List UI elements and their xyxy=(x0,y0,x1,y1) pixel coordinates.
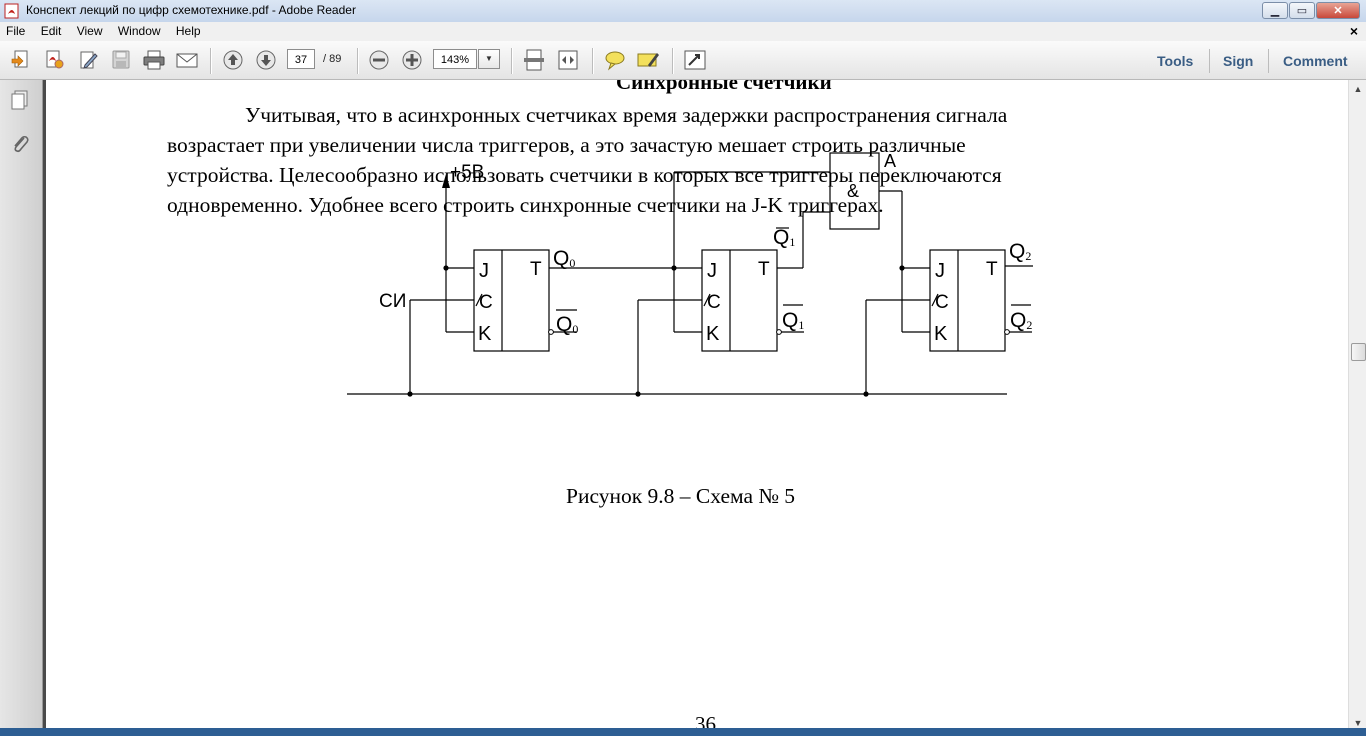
print-icon[interactable] xyxy=(142,49,166,71)
attachments-icon[interactable] xyxy=(8,132,32,156)
output-q1-bar-label: Q1 xyxy=(782,309,804,332)
pin-k-label: K xyxy=(934,323,948,345)
zoom-level-input[interactable]: 143% xyxy=(433,49,477,69)
scrollbar-thumb[interactable] xyxy=(1351,343,1366,361)
circuit-diagram: +5В СИ & A J C K T J C K T J C K T Q0 Q0… xyxy=(347,151,1033,397)
menu-edit[interactable]: Edit xyxy=(40,24,62,38)
toolbar-separator xyxy=(592,48,594,74)
pin-c-label: C xyxy=(707,292,721,313)
close-button[interactable]: ✕ xyxy=(1316,2,1360,19)
toolbar-separator xyxy=(210,48,212,74)
edit-pdf-icon[interactable] xyxy=(76,49,100,71)
zoom-dropdown-button[interactable]: ▼ xyxy=(478,49,500,69)
sticky-note-icon[interactable] xyxy=(603,49,627,71)
document-close-button[interactable]: × xyxy=(1349,23,1358,39)
pin-k-label: K xyxy=(478,323,492,345)
and-gate-label: & xyxy=(847,181,859,201)
toolbar-separator xyxy=(1209,49,1210,73)
power-label: +5В xyxy=(450,162,484,183)
pin-j-label: J xyxy=(935,260,945,282)
scroll-down-button[interactable]: ▼ xyxy=(1353,718,1363,728)
paragraph-line: Учитывая, что в асинхронных счетчиках вр… xyxy=(245,103,1008,127)
title-bar: Конспект лекций по цифр схемотехнике.pdf… xyxy=(0,0,1366,23)
output-q2-label: Q2 xyxy=(1009,240,1031,263)
toolbar: 37 / 89 143% ▼ Tools Sign Comment xyxy=(0,41,1366,80)
window-title: Конспект лекций по цифр схемотехнике.pdf… xyxy=(26,3,356,17)
next-page-icon[interactable] xyxy=(254,49,278,71)
toolbar-separator xyxy=(357,48,359,74)
scroll-up-button[interactable]: ▲ xyxy=(1353,84,1363,94)
window-controls: ▁ ▭ ✕ xyxy=(1261,2,1360,19)
document-view[interactable]: Синхронные счетчики Учитывая, что в асин… xyxy=(43,80,1348,736)
output-q2-bar-label: Q2 xyxy=(1010,309,1032,332)
sign-pane-button[interactable]: Sign xyxy=(1223,53,1254,69)
full-screen-icon[interactable] xyxy=(683,49,707,71)
open-file-icon[interactable] xyxy=(9,49,33,71)
page-number-input[interactable]: 37 xyxy=(287,49,315,69)
zoom-out-icon[interactable] xyxy=(367,49,391,71)
output-q0-bar-label: Q0 xyxy=(556,313,578,336)
chevron-down-icon: ▼ xyxy=(485,54,493,63)
pin-t-label: T xyxy=(758,259,770,280)
toolbar-separator xyxy=(672,48,674,74)
pin-c-label: C xyxy=(935,292,949,313)
pin-c-label: C xyxy=(479,292,493,313)
figure-caption: Рисунок 9.8 – Схема № 5 xyxy=(566,484,796,508)
pin-k-label: K xyxy=(706,323,720,345)
paragraph-line: одновременно. Удобнее всего строить синх… xyxy=(167,193,884,217)
menu-view[interactable]: View xyxy=(76,24,103,38)
save-icon[interactable] xyxy=(109,49,133,71)
fit-width-icon[interactable] xyxy=(556,49,580,71)
clock-label: СИ xyxy=(379,291,406,312)
output-q0-label: Q0 xyxy=(553,247,575,270)
pin-j-label: J xyxy=(707,260,717,282)
navigation-panel xyxy=(0,80,43,736)
pin-t-label: T xyxy=(530,259,542,280)
menu-help[interactable]: Help xyxy=(175,24,201,38)
fit-page-icon[interactable] xyxy=(522,49,546,71)
page-thumbnails-icon[interactable] xyxy=(8,88,32,112)
tools-pane-button[interactable]: Tools xyxy=(1157,53,1194,69)
paragraph-line: устройства. Целесообразно использовать с… xyxy=(167,163,1002,187)
taskbar xyxy=(0,728,1366,736)
email-icon[interactable] xyxy=(175,49,199,71)
maximize-button[interactable]: ▭ xyxy=(1289,2,1315,19)
section-heading: Синхронные счетчики xyxy=(616,80,832,94)
output-q1-label: Q1 xyxy=(773,226,795,249)
zoom-in-icon[interactable] xyxy=(400,49,424,71)
menu-window[interactable]: Window xyxy=(117,24,161,38)
toolbar-separator xyxy=(511,48,513,74)
highlight-text-icon[interactable] xyxy=(636,49,660,71)
gate-output-label: A xyxy=(884,151,896,171)
comment-pane-button[interactable]: Comment xyxy=(1283,53,1348,69)
create-pdf-icon[interactable] xyxy=(42,49,66,71)
pin-j-label: J xyxy=(479,260,489,282)
menu-file[interactable]: File xyxy=(6,24,26,38)
vertical-scrollbar[interactable]: ▲ ▼ xyxy=(1348,80,1366,736)
pin-t-label: T xyxy=(986,259,998,280)
adobe-reader-icon xyxy=(4,3,19,19)
previous-page-icon[interactable] xyxy=(221,49,245,71)
arrow-up-icon xyxy=(442,174,450,188)
minimize-button[interactable]: ▁ xyxy=(1262,2,1288,19)
page-total: / 89 xyxy=(323,53,342,65)
toolbar-separator xyxy=(1268,49,1269,73)
menu-bar: File Edit View Window Help × xyxy=(0,22,1366,41)
